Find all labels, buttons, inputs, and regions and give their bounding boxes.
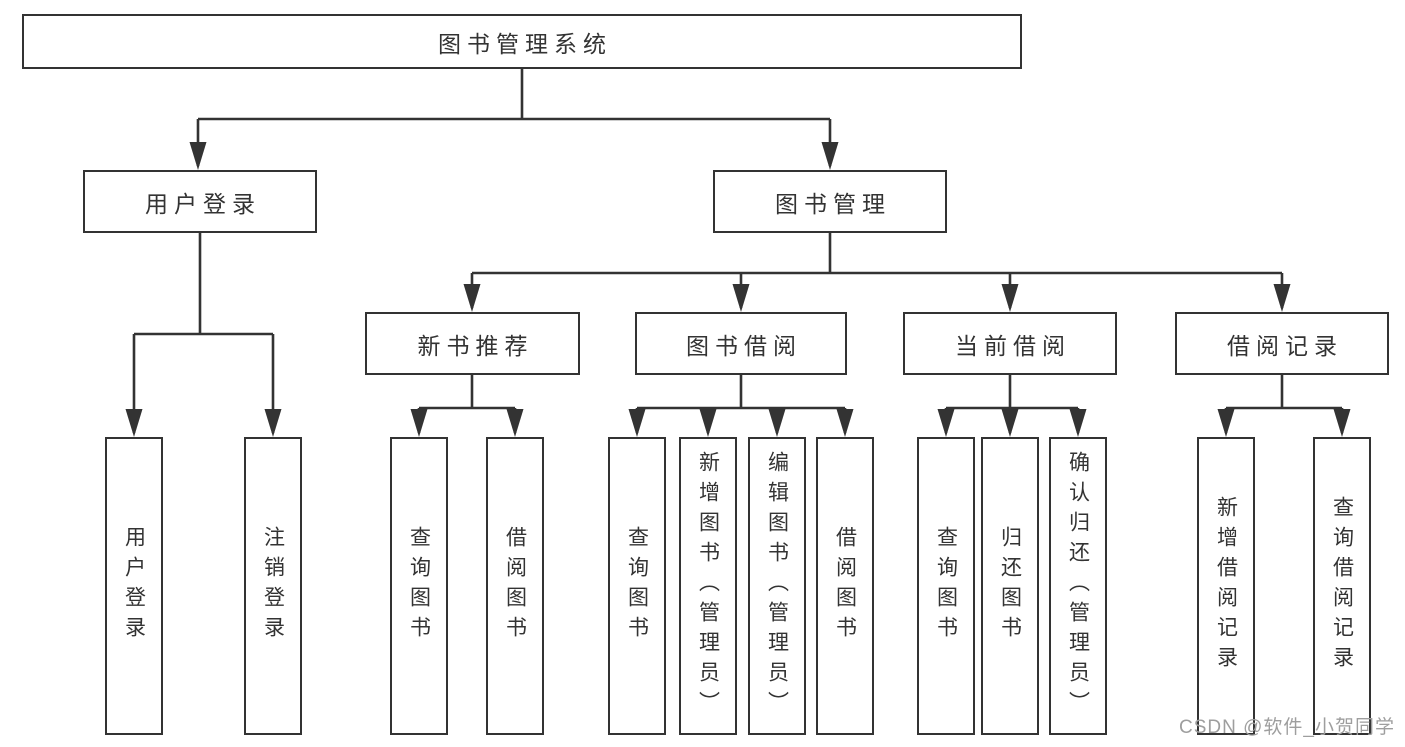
- leaf-add-borrow-record: 新增借阅记录: [1197, 437, 1255, 735]
- leaf-query-books-current: 查询图书: [917, 437, 975, 735]
- node-label: 借阅记录: [1227, 332, 1343, 359]
- leaf-borrow-books-recommend: 借阅图书: [486, 437, 544, 735]
- leaf-query-borrow-record: 查询借阅记录: [1313, 437, 1371, 735]
- leaf-add-book-admin: 新增图书（管理员）: [679, 437, 737, 735]
- node-label: 确认归还（管理员）: [1066, 451, 1090, 721]
- node-user-login: 用户登录: [83, 170, 317, 233]
- leaf-edit-book-admin: 编辑图书（管理员）: [748, 437, 806, 735]
- node-label: 新增图书（管理员）: [696, 451, 720, 721]
- leaf-confirm-return-admin: 确认归还（管理员）: [1049, 437, 1107, 735]
- node-label: 编辑图书（管理员）: [765, 451, 789, 721]
- node-label: 新增借阅记录: [1214, 496, 1238, 676]
- arrowhead-icons: [125, 142, 1351, 437]
- node-label: 图书管理系统: [438, 30, 612, 57]
- node-label: 查询图书: [407, 526, 431, 646]
- node-label: 用户登录: [145, 190, 261, 217]
- leaf-return-book: 归还图书: [981, 437, 1039, 735]
- node-label: 查询图书: [934, 526, 958, 646]
- node-library-management-system: 图书管理系统: [22, 14, 1022, 69]
- leaf-query-books-borrowing: 查询图书: [608, 437, 666, 735]
- node-label: 图书管理: [775, 190, 891, 217]
- node-new-book-recommendation: 新书推荐: [365, 312, 580, 375]
- node-label: 查询图书: [625, 526, 649, 646]
- node-borrowing-records: 借阅记录: [1175, 312, 1389, 375]
- node-label: 当前借阅: [955, 332, 1071, 359]
- node-label: 用户登录: [122, 526, 146, 646]
- node-label: 归还图书: [998, 526, 1022, 646]
- node-label: 新书推荐: [417, 332, 534, 359]
- leaf-query-books-recommend: 查询图书: [390, 437, 448, 735]
- node-book-borrowing: 图书借阅: [635, 312, 847, 375]
- node-label: 注销登录: [261, 526, 285, 646]
- leaf-borrow-books: 借阅图书: [816, 437, 874, 735]
- node-label: 查询借阅记录: [1330, 496, 1354, 676]
- node-label: 图书借阅: [686, 332, 802, 359]
- node-book-management: 图书管理: [713, 170, 947, 233]
- node-label: 借阅图书: [833, 526, 857, 646]
- node-current-borrowing: 当前借阅: [903, 312, 1117, 375]
- leaf-user-login: 用户登录: [105, 437, 163, 735]
- csdn-watermark: CSDN @软件_小贺同学: [1179, 717, 1395, 738]
- leaf-logout: 注销登录: [244, 437, 302, 735]
- node-label: 借阅图书: [503, 526, 527, 646]
